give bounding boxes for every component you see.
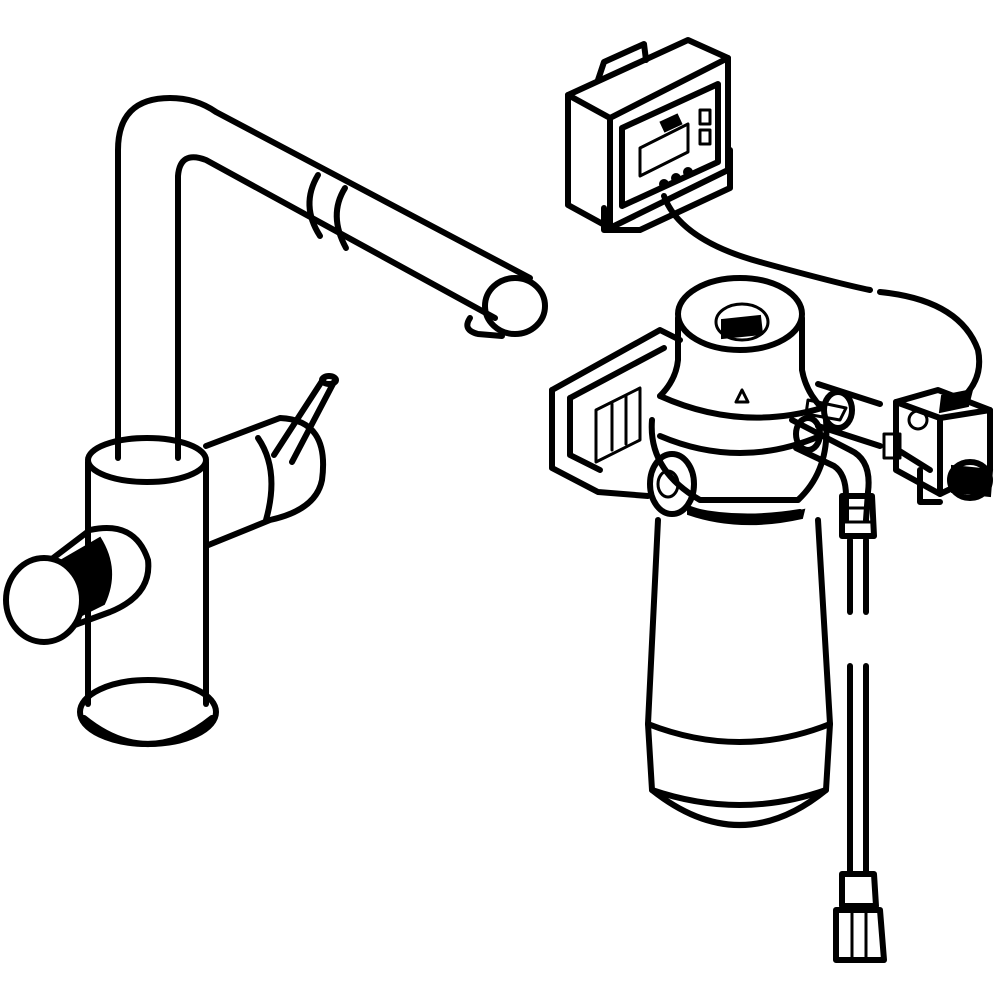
front-knob-icon bbox=[3, 525, 152, 645]
water-filter-icon bbox=[549, 275, 833, 828]
flex-hose-icon bbox=[789, 415, 887, 963]
valve-block-icon bbox=[804, 381, 994, 505]
faucet-base-icon bbox=[77, 677, 219, 747]
mounting-bracket-icon bbox=[549, 327, 683, 499]
signal-cable-icon bbox=[661, 193, 983, 403]
kitchen-faucet-icon bbox=[3, 95, 548, 747]
side-lever-icon bbox=[203, 373, 339, 549]
filter-head-icon bbox=[657, 275, 825, 421]
filter-cartridge-icon bbox=[645, 517, 833, 828]
control-unit-icon bbox=[565, 37, 733, 233]
filter-collar-icon bbox=[647, 417, 830, 526]
faucet-spout-icon bbox=[115, 95, 548, 461]
